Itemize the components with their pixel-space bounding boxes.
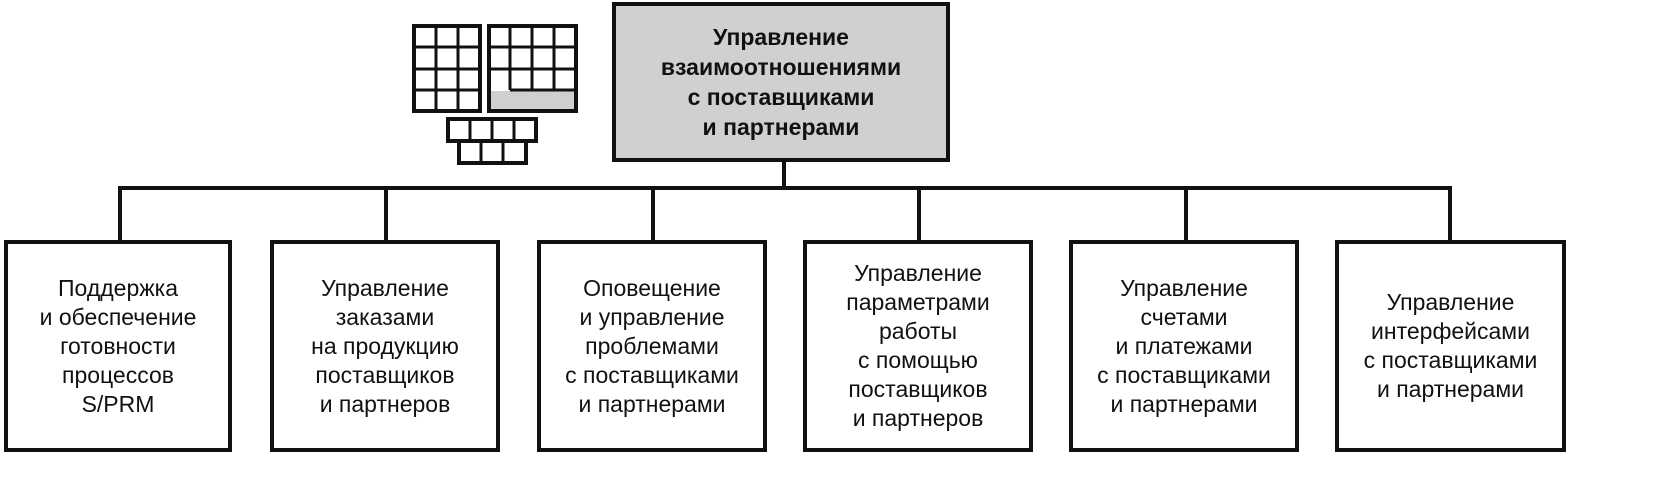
child-node-5: Управление счетами и платежами с поставщ… bbox=[1069, 240, 1299, 452]
child-node-3: Оповещение и управление проблемами с пос… bbox=[537, 240, 767, 452]
child-node-label: Управление заказами на продукцию поставщ… bbox=[311, 274, 459, 417]
child-node-1: Поддержка и обеспечение готовности проце… bbox=[4, 240, 232, 452]
child-node-label: Управление интерфейсами с поставщиками и… bbox=[1363, 289, 1538, 402]
child-node-6: Управление интерфейсами с поставщиками и… bbox=[1335, 240, 1566, 452]
child-node-label: Оповещение и управление проблемами с пос… bbox=[565, 274, 739, 417]
child-node-4: Управление параметрами работы с помощью … bbox=[803, 240, 1033, 452]
child-node-label: Поддержка и обеспечение готовности проце… bbox=[39, 274, 197, 417]
root-node-label: Управление взаимоотношениями с поставщик… bbox=[660, 24, 902, 140]
grid-blocks-icon bbox=[412, 24, 578, 165]
child-node-label: Управление счетами и платежами с поставщ… bbox=[1097, 274, 1271, 417]
root-node: Управление взаимоотношениями с поставщик… bbox=[612, 2, 950, 162]
child-node-2: Управление заказами на продукцию поставщ… bbox=[270, 240, 500, 452]
child-node-label: Управление параметрами работы с помощью … bbox=[846, 260, 990, 431]
